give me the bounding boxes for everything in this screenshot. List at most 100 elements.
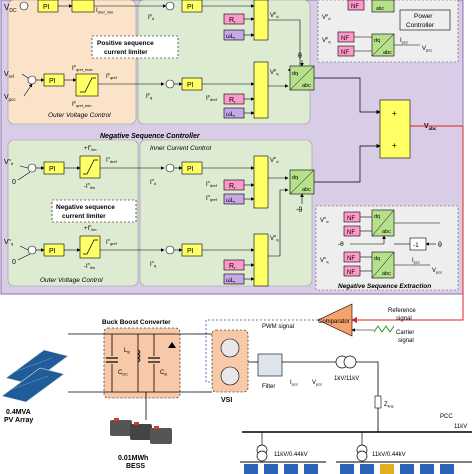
ne-vd-label: Vnd: [320, 215, 328, 224]
rf-label-mid: Rf: [229, 97, 236, 105]
minus-theta-label: -θ: [296, 207, 302, 214]
dist-transformer-label-2: 11kV/0.44kV: [372, 452, 406, 458]
pv-array-icon: [1, 349, 69, 403]
pi-label-3: PI: [49, 78, 56, 85]
neg-iqref-label-1: Inqref: [206, 193, 218, 202]
wire: [289, 65, 315, 91]
wire: [314, 143, 381, 183]
wire: [19, 165, 29, 169]
pi-label-1: PI: [43, 4, 50, 11]
main-transformer-label: 1kV/11kV: [334, 376, 359, 382]
sum-junction-3: [27, 75, 37, 85]
pc-vpcc-label: Vpcc: [422, 46, 432, 53]
positive-limiter-box: [91, 35, 179, 59]
i-qref-max-label: Ipqref_max: [72, 63, 93, 72]
pc-vd-label: Vpd: [322, 12, 330, 21]
neg-inner-current-label: Inner Current Control: [150, 145, 212, 152]
neg-sum-junction-4: [165, 245, 175, 255]
pi-label-2: PI: [187, 4, 194, 11]
vsi-label: VSI: [221, 397, 232, 404]
power-controller-block: [399, 9, 451, 31]
neg-sum-junction-3: [27, 245, 37, 255]
nf-block-pc1: [347, 0, 365, 11]
summation-block-top: [253, 0, 269, 41]
pwm-signal-label: PWM signal: [262, 324, 294, 330]
ne-minus-theta: -θ: [338, 241, 344, 248]
dist-transformer-icon: [356, 450, 368, 462]
diode-icon: [168, 342, 176, 348]
negative-limiter-label-2: current limiter: [62, 213, 106, 220]
positive-outer-voltage-bg: [7, 0, 137, 125]
dist-transformer-label-1: 11kV/0.44kV: [274, 452, 308, 458]
bess-icon: [110, 418, 172, 444]
wire: [289, 169, 315, 195]
limiter-curve-icon: [83, 239, 98, 255]
wire: [23, 83, 33, 97]
dq-label-neg: dq: [292, 175, 298, 181]
buck-boost-label: Buck Boost Converter: [102, 319, 171, 326]
sum-junction-1: [19, 1, 29, 11]
bess-capacity-label: 0.01MWh: [118, 455, 148, 462]
abc-label-neg: abc: [302, 187, 311, 193]
nf-label-ne2: NF: [347, 230, 355, 236]
carrier-wave-icon: [373, 325, 395, 333]
nf-label-pc3: NF: [341, 50, 349, 56]
ne-vpcc-label: Vpcc: [432, 268, 442, 275]
dq-label-ne2: dq: [374, 256, 380, 262]
neg-minus-ilim-label-2: -Inlim: [84, 261, 96, 270]
z-line-box: [374, 395, 382, 409]
wire: [17, 171, 31, 181]
reference-signal-label-2: signal: [396, 316, 412, 322]
ne-theta: θ: [438, 242, 442, 249]
i-dref-mid-label: Ipdref: [206, 93, 218, 102]
neg-rf-label-1: Rf: [229, 183, 236, 191]
neg-iqref-label-2: Inqref: [106, 237, 118, 246]
house-icons: [244, 464, 454, 474]
neg-plus-ilim-label: +Inlim: [84, 143, 97, 152]
c-dc-label: CDC: [118, 370, 128, 377]
limiter-block-1: [71, 0, 95, 13]
wire: [21, 73, 29, 79]
bess-label: BESS: [126, 463, 145, 470]
comparator-label: Comparator: [318, 319, 350, 325]
wire: [356, 361, 379, 432]
positive-limiter-label-1: Positive sequence: [97, 40, 154, 47]
neg-vd-label: Vnd: [4, 157, 13, 166]
l-b-label: LB: [124, 348, 130, 355]
reference-signal-wire: [351, 126, 464, 323]
ne-ipcc-label: Ipcc: [412, 258, 420, 265]
dq-label-ne1: dq: [374, 214, 380, 220]
neg-rf-label-2: Rf: [229, 263, 236, 271]
dist-transformer-icon: [256, 450, 268, 462]
neg-sum-junction-2: [165, 163, 175, 173]
vabc-summation-block: [379, 99, 411, 159]
carrier-signal-label-1: Carrier: [396, 330, 414, 336]
v-pcc-label: Vpcc: [4, 94, 16, 102]
v-dc-label: VDC: [4, 3, 17, 14]
negative-sequence-title: Negative Sequence Controller: [100, 133, 201, 140]
wire: [314, 77, 381, 115]
positive-limiter-label-2: current limiter: [104, 49, 148, 56]
neg-pi-label-3: PI: [49, 248, 56, 255]
wire: [268, 188, 289, 257]
comparator-triangle: [317, 303, 353, 337]
transformer-icon: [343, 355, 357, 369]
nf-label-ne1: NF: [347, 216, 355, 222]
i-d-label: Ipd: [148, 12, 154, 21]
dq-label-pc2: dq: [374, 38, 380, 44]
inductor-icon: [137, 349, 141, 363]
wlf-label-top: ωLf: [226, 34, 236, 41]
igbt-icon: [220, 338, 240, 358]
limiter-block-2: [75, 73, 99, 97]
wire: [19, 245, 29, 251]
z-line-label: Zline: [384, 402, 395, 409]
pv-array-label: PV Array: [4, 417, 33, 424]
carrier-signal-label-2: signal: [398, 338, 414, 344]
bottom-vpcc-label: Vpcc: [312, 380, 322, 387]
abc-label-pos: abc: [302, 83, 311, 89]
negative-limiter-box: [51, 199, 137, 223]
neg-plus-ilim-label-2: +Inlim: [84, 223, 97, 232]
filter-label: Filter: [262, 384, 275, 390]
v-d-label: Vpd: [270, 10, 278, 19]
dq-abc-pc1: [371, 0, 395, 13]
